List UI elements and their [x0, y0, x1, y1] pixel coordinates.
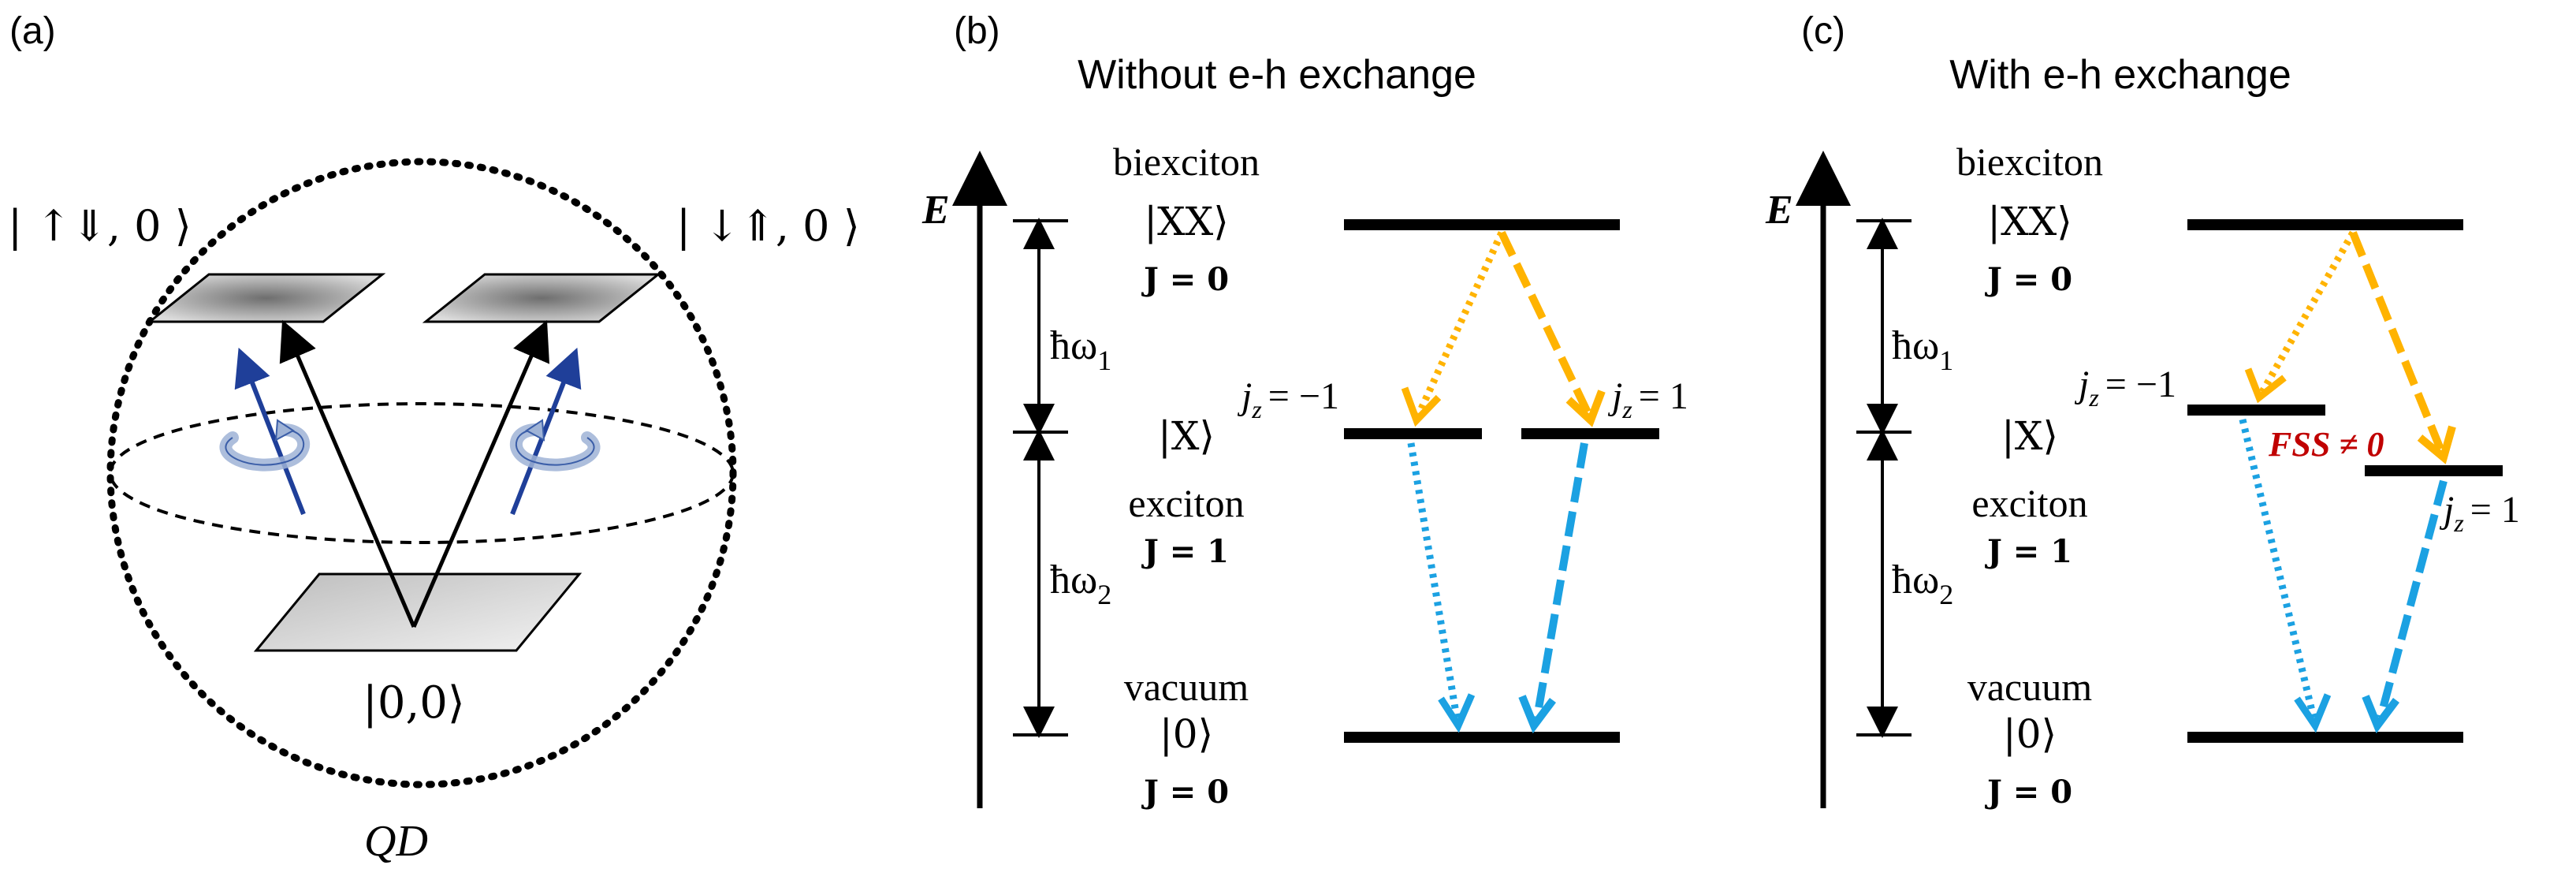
panel-c-title: With e-h exchange	[1949, 52, 2291, 98]
panel-a-label: (a)	[9, 10, 56, 52]
vacuum-name: vacuum	[1967, 665, 2092, 709]
exciton-ket: |X⟩	[1158, 413, 1215, 459]
panel-c: (c) With e-h exchange E ħω1 ħω2 biexcito…	[1765, 10, 2520, 811]
transition-x-right-to-vacuum	[1518, 442, 1588, 734]
panel-a: (a) | ↑⇓, 0 ⟩ | ↓⇑, 0 ⟩ |0,0⟩ QD	[8, 10, 860, 866]
jz-left-label: jz= −1	[1237, 375, 1339, 423]
biexciton-ket: |XX⟩	[1144, 199, 1229, 244]
excitation-arrow-right	[411, 319, 550, 628]
hw2-label: ħω2	[1892, 557, 1953, 610]
panel-b: (b) Without e-h exchange E ħω1 ħω2 biexc…	[921, 10, 1688, 811]
qd-label: QD	[364, 817, 428, 866]
jz-right-label: jz= 1	[1607, 375, 1688, 423]
vacuum-j: J = 0	[1141, 774, 1229, 811]
transition-xx-to-x-left	[2244, 230, 2356, 404]
biexciton-name: biexciton	[1956, 140, 2103, 184]
energy-label: E	[1765, 188, 1793, 233]
fss-label: FSS ≠ 0	[2268, 425, 2384, 464]
biexciton-ket: |XX⟩	[1987, 199, 2072, 244]
jz-right-label: jz= 1	[2439, 489, 2520, 537]
hw1-label: ħω1	[1050, 323, 1111, 376]
ground-plate	[253, 572, 583, 652]
biexciton-j: J = 0	[1985, 261, 2072, 298]
left-excited-plate	[146, 273, 386, 323]
vacuum-ket: |0⟩	[1160, 711, 1213, 757]
transition-x-lower-to-vacuum	[2239, 418, 2332, 733]
transition-x-left-to-vacuum	[1407, 442, 1476, 733]
panel-b-title: Without e-h exchange	[1078, 52, 1476, 98]
exciton-j: J = 1	[1141, 533, 1229, 570]
panel-c-label: (c)	[1801, 10, 1845, 52]
rotation-icon-left	[219, 419, 310, 472]
spin-arrow-left	[234, 347, 306, 516]
state-right-label: | ↓⇑, 0 ⟩	[676, 201, 860, 251]
ground-state-label: |0,0⟩	[363, 677, 465, 729]
exciton-name: exciton	[1128, 481, 1244, 525]
state-left-label: | ↑⇓, 0 ⟩	[8, 201, 192, 251]
biexciton-j: J = 0	[1141, 261, 1229, 298]
panel-b-label: (b)	[954, 10, 1000, 52]
vacuum-name: vacuum	[1124, 665, 1249, 709]
transition-xx-to-x-right	[2349, 231, 2456, 464]
right-excited-plate	[422, 273, 662, 323]
exciton-j: J = 1	[1985, 533, 2072, 570]
transition-xx-to-x-right	[1498, 230, 1606, 427]
exciton-ket: |X⟩	[2001, 413, 2058, 459]
rotation-icon-right	[510, 419, 601, 472]
transition-xx-to-x-left	[1401, 231, 1506, 427]
hw1-label: ħω1	[1892, 323, 1953, 376]
biexciton-name: biexciton	[1113, 140, 1260, 184]
vacuum-ket: |0⟩	[2003, 711, 2057, 757]
excitation-arrow-left	[279, 319, 416, 628]
transition-x-upper-to-vacuum	[2362, 479, 2448, 734]
exciton-name: exciton	[1971, 481, 2087, 525]
qd-equator-ellipse	[109, 402, 735, 544]
hw2-label: ħω2	[1050, 557, 1111, 610]
energy-label: E	[921, 188, 950, 233]
jz-left-label: jz= −1	[2074, 364, 2176, 412]
vacuum-j: J = 0	[1985, 774, 2072, 811]
